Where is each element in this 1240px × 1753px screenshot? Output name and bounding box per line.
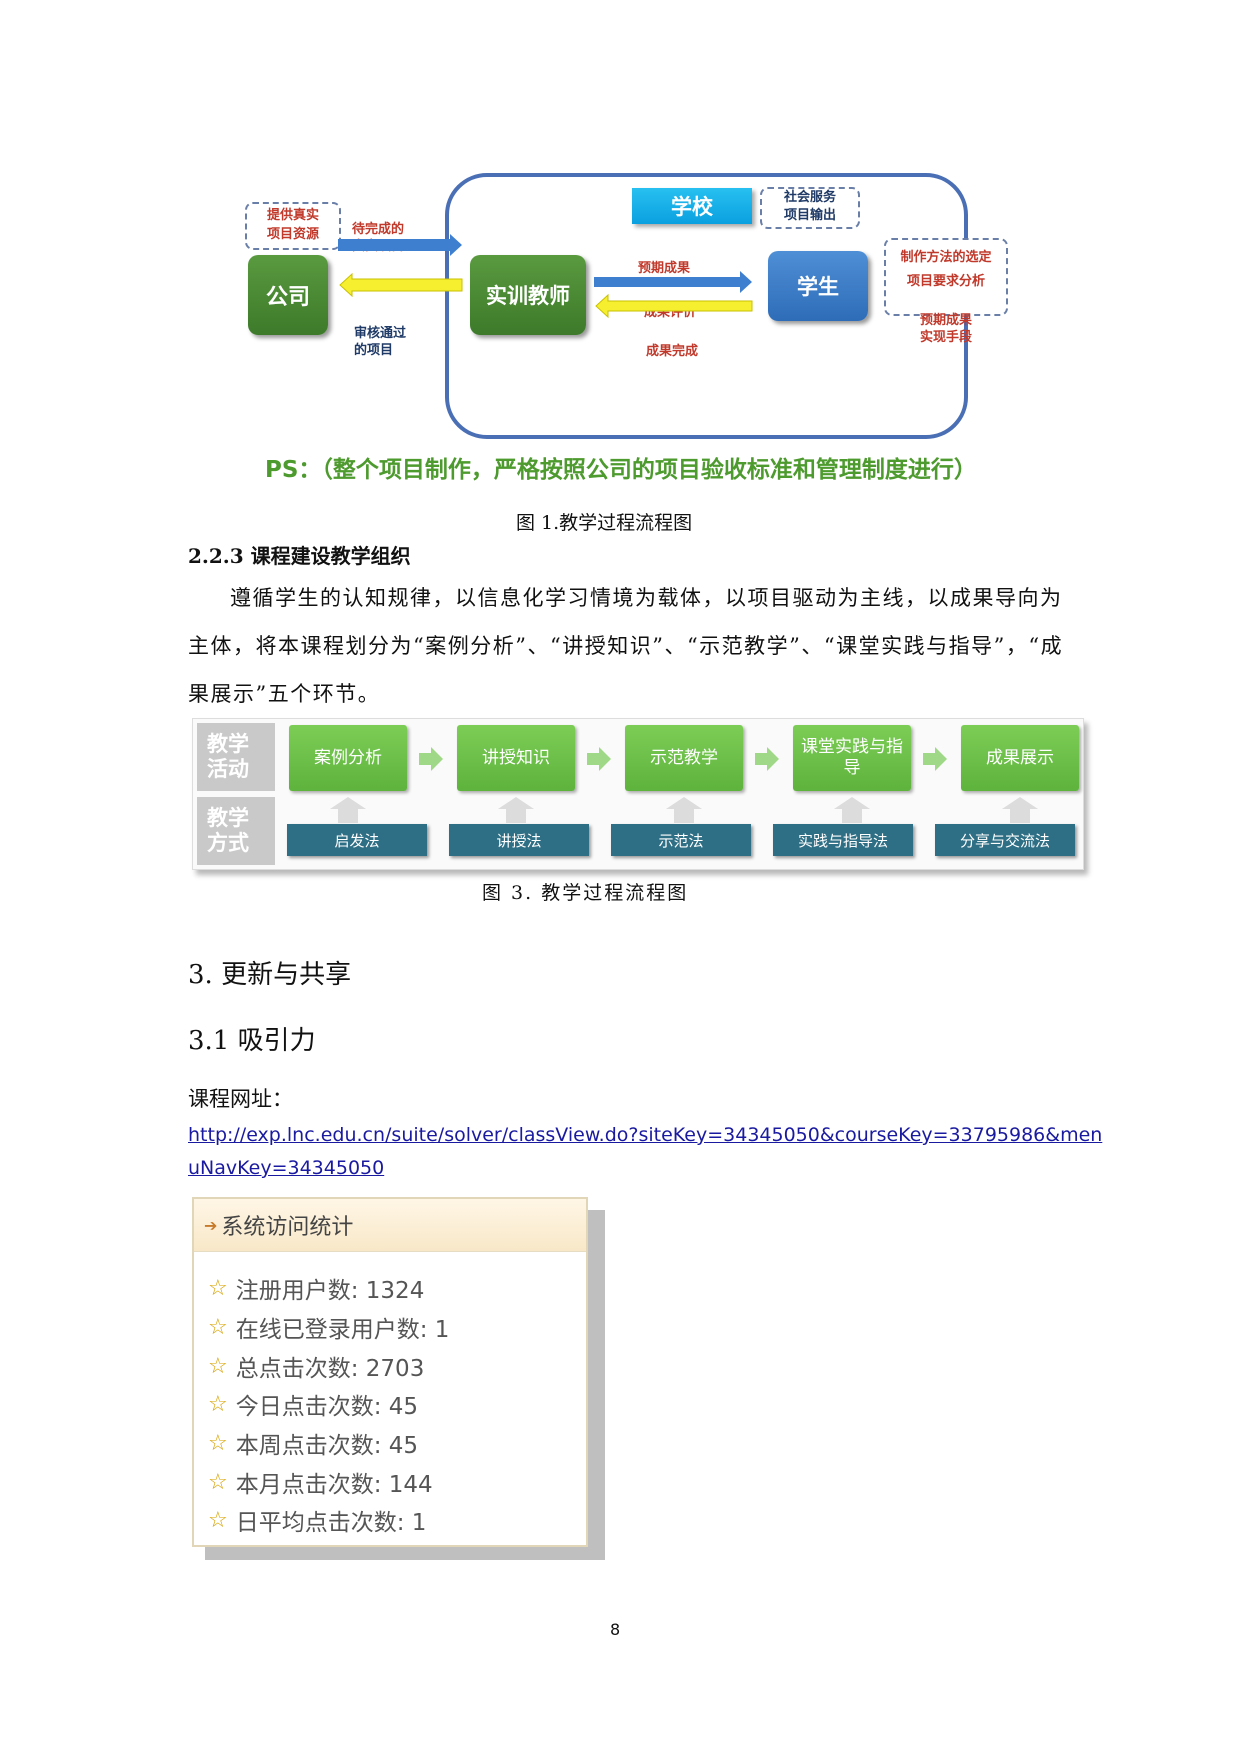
activity-practice-guidance: 课堂实践与指导	[793, 725, 911, 791]
teacher-to-student-arrow	[594, 271, 752, 293]
chevron-right-icon	[923, 747, 947, 771]
teaching-process-diagram: 学校 社会服务 项目输出 提供真实 项目资源 公司 实训教师 学生 待完成的 真…	[240, 165, 1040, 495]
stat-row: ☆本周点击次数: 45	[208, 1430, 419, 1460]
activity-demonstration: 示范教学	[625, 725, 743, 791]
chevron-right-icon	[587, 747, 611, 771]
company-to-teacher-arrow	[338, 234, 462, 256]
stat-row: ☆注册用户数: 1324	[208, 1275, 425, 1305]
company-box: 公司	[248, 255, 328, 335]
star-icon: ☆	[208, 1275, 228, 1301]
methods-box: 制作方法的选定 项目要求分析	[884, 238, 1008, 316]
teaching-process-flow-table: 教学 活动 教学 方式 案例分析 讲授知识 示范教学 课堂实践与指导 成果展示 …	[192, 718, 1084, 870]
chevron-up-icon	[666, 797, 702, 823]
activity-lecture: 讲授知识	[457, 725, 575, 791]
teacher-to-company-arrow	[339, 272, 463, 298]
arrow-right-icon: ➔	[204, 1215, 218, 1235]
teacher-box: 实训教师	[470, 255, 586, 335]
method-practice-guidance: 实践与指导法	[773, 824, 913, 856]
method-lecture: 讲授法	[449, 824, 589, 856]
expected-result-label: 预期成果	[638, 261, 691, 276]
star-icon: ☆	[208, 1469, 228, 1495]
section-223-paragraph: 遵循学生的认知规律，以信息化学习情境为载体，以项目驱动为主线，以成果导向为主体，…	[188, 586, 1064, 706]
provide-resources-box: 提供真实 项目资源	[245, 202, 341, 250]
star-icon: ☆	[208, 1353, 228, 1379]
activity-result-showcase: 成果展示	[961, 725, 1079, 791]
diagram-arrows	[338, 234, 753, 319]
ps-note: PS：（整个项目制作，严格按照公司的项目验收标准和管理制度进行）	[265, 457, 977, 483]
chevron-up-icon	[498, 797, 534, 823]
stat-row: ☆在线已登录用户数: 1	[208, 1314, 450, 1344]
chevron-up-icon	[834, 797, 870, 823]
method-demonstration: 示范法	[611, 824, 751, 856]
star-icon: ☆	[208, 1391, 228, 1417]
star-icon: ☆	[208, 1507, 228, 1533]
figure3-caption: 图 3. 教学过程流程图	[482, 882, 689, 904]
section-heading-223: 2.2.3 课程建设教学组织	[188, 544, 411, 568]
course-url-link-continued[interactable]: uNavKey=34345050	[188, 1157, 385, 1179]
section-heading-31: 3.1 吸引力	[188, 1026, 316, 1056]
stat-row: ☆今日点击次数: 45	[208, 1391, 419, 1421]
star-icon: ☆	[208, 1430, 228, 1456]
means-label: 预期成果 实现手段	[920, 313, 973, 345]
chevron-right-icon	[419, 747, 443, 771]
stats-header: ➔ 系统访问统计	[194, 1199, 586, 1252]
course-url-link[interactable]: http://exp.lnc.edu.cn/suite/solver/class…	[188, 1124, 1103, 1146]
star-icon: ☆	[208, 1314, 228, 1340]
figure1-caption: 图 1.教学过程流程图	[516, 512, 693, 534]
approved-project-label: 审核通过 的项目	[354, 326, 407, 358]
row-label-activities: 教学 活动	[197, 723, 275, 791]
social-service-box: 社会服务 项目输出	[760, 187, 860, 229]
chevron-up-icon	[330, 797, 366, 823]
page-number: 8	[610, 1620, 621, 1639]
course-url-label: 课程网址：	[188, 1087, 293, 1111]
activity-case-analysis: 案例分析	[289, 725, 407, 791]
method-share-exchange: 分享与交流法	[935, 824, 1075, 856]
student-to-teacher-arrow	[595, 293, 753, 319]
chevron-up-icon	[1002, 797, 1038, 823]
stats-title: 系统访问统计	[221, 1215, 354, 1240]
student-box: 学生	[768, 251, 868, 321]
stat-row: ☆总点击次数: 2703	[208, 1353, 425, 1383]
method-heuristic: 启发法	[287, 824, 427, 856]
chevron-right-icon	[755, 747, 779, 771]
result-done-label: 成果完成	[646, 344, 699, 359]
section-heading-3: 3. 更新与共享	[188, 960, 352, 990]
row-label-methods: 教学 方式	[197, 797, 275, 865]
visit-statistics-panel: ➔ 系统访问统计 ☆注册用户数: 1324 ☆在线已登录用户数: 1 ☆总点击次…	[192, 1197, 588, 1547]
school-box: 学校	[632, 188, 752, 224]
stat-row: ☆本月点击次数: 144	[208, 1469, 433, 1499]
stat-row: ☆日平均点击次数: 1	[208, 1507, 427, 1537]
